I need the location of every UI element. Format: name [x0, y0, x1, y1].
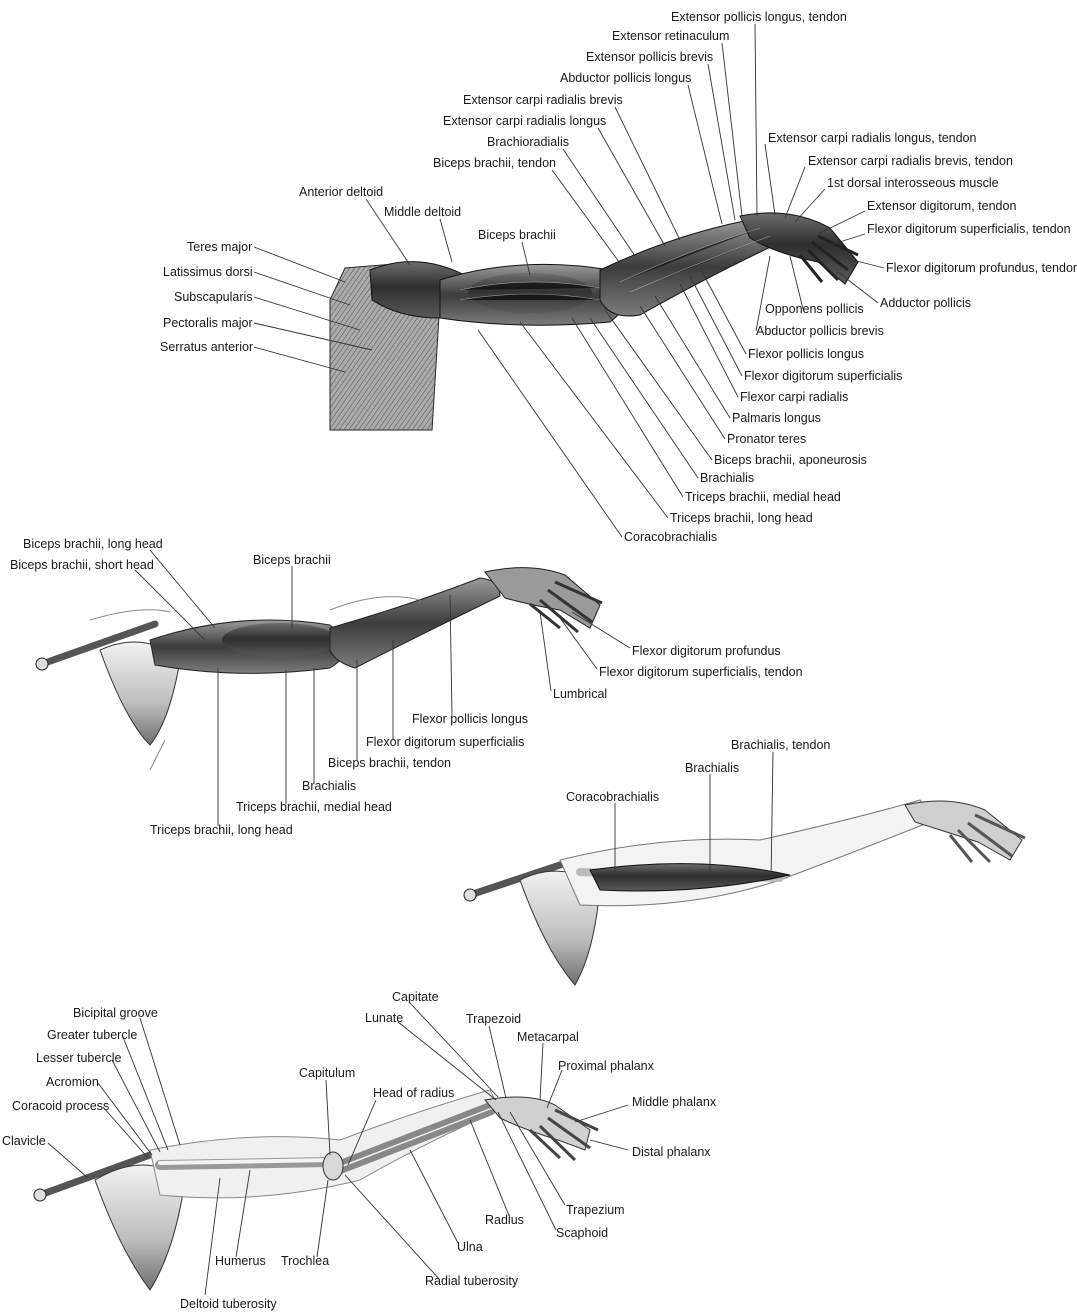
- label-distal-phalanx: Distal phalanx: [632, 1145, 711, 1159]
- label-metacarpal: Metacarpal: [517, 1030, 579, 1044]
- label-capitulum: Capitulum: [299, 1066, 355, 1080]
- biceps-belly: [468, 273, 592, 313]
- label-subscapularis: Subscapularis: [174, 290, 253, 304]
- label-bicipital-groove: Bicipital groove: [73, 1006, 158, 1020]
- label-epb: Extensor pollicis brevis: [586, 50, 713, 64]
- clavicle-end-figure-4: [34, 1189, 46, 1201]
- label-lunate: Lunate: [365, 1011, 403, 1025]
- label-fcr: Flexor carpi radialis: [740, 390, 848, 404]
- label-brachialis-tendon: Brachialis, tendon: [731, 738, 830, 752]
- label-lesser-tubercle: Lesser tubercle: [36, 1051, 122, 1065]
- label-triceps-long-figure-2: Triceps brachii, long head: [150, 823, 293, 837]
- label-coracobrachialis-figure-3: Coracobrachialis: [566, 790, 659, 804]
- figure-1-superficial-arm: Extensor pollicis longus, tendon Extenso…: [160, 10, 1077, 544]
- label-palmaris: Palmaris longus: [732, 411, 821, 425]
- label-biceps-long-head: Biceps brachii, long head: [23, 537, 163, 551]
- label-biceps-tendon: Biceps brachii, tendon: [433, 156, 556, 170]
- label-latissimus: Latissimus dorsi: [163, 265, 253, 279]
- label-acromion: Acromion: [46, 1075, 99, 1089]
- label-trapezium: Trapezium: [566, 1203, 625, 1217]
- label-brachioradialis: Brachioradialis: [487, 135, 569, 149]
- label-middle-phalanx: Middle phalanx: [632, 1095, 717, 1109]
- label-lumbrical: Lumbrical: [553, 687, 607, 701]
- label-fds: Flexor digitorum superficialis: [744, 369, 902, 383]
- label-apb: Abductor pollicis brevis: [756, 324, 884, 338]
- figure-4-skeleton: Capitate Lunate Trapezoid Metacarpal Bic…: [2, 990, 717, 1311]
- label-apl: Abductor pollicis longus: [560, 71, 691, 85]
- label-fds-tendon: Flexor digitorum superficialis, tendon: [867, 222, 1071, 236]
- label-ecrl-tendon: Extensor carpi radialis longus, tendon: [768, 131, 977, 145]
- label-anterior-deltoid: Anterior deltoid: [299, 185, 383, 199]
- label-pectoralis: Pectoralis major: [163, 316, 253, 330]
- label-fpl-figure-2: Flexor pollicis longus: [412, 712, 528, 726]
- label-coracoid-process: Coracoid process: [12, 1099, 109, 1113]
- label-ecrb-tendon: Extensor carpi radialis brevis, tendon: [808, 154, 1013, 168]
- label-radius: Radius: [485, 1213, 524, 1227]
- label-fds-tendon-figure-2: Flexor digitorum superficialis, tendon: [599, 665, 803, 679]
- label-biceps: Biceps brachii: [478, 228, 556, 242]
- label-fdp-tendon: Flexor digitorum profundus, tendon: [886, 261, 1077, 275]
- clavicle-end-figure-3: [464, 889, 476, 901]
- label-middle-deltoid: Middle deltoid: [384, 205, 461, 219]
- figure-3-brachialis: Brachialis, tendon Brachialis Coracobrac…: [464, 738, 1025, 985]
- elbow-joint-figure-4: [323, 1152, 343, 1180]
- label-triceps-medial-figure-2: Triceps brachii, medial head: [236, 800, 392, 814]
- label-opponens: Opponens pollicis: [765, 302, 864, 316]
- label-scaphoid: Scaphoid: [556, 1226, 608, 1240]
- clavicle-end-figure-2: [36, 658, 48, 670]
- label-epl-tendon: Extensor pollicis longus, tendon: [671, 10, 847, 24]
- forearm-figure-2: [330, 578, 500, 668]
- label-ecrl: Extensor carpi radialis longus: [443, 114, 606, 128]
- label-ecrb: Extensor carpi radialis brevis: [463, 93, 623, 107]
- label-radial-tuberosity: Radial tuberosity: [425, 1274, 519, 1288]
- label-fpl: Flexor pollicis longus: [748, 347, 864, 361]
- figure-2-deep-arm: Biceps brachii, long head Biceps brachii…: [10, 537, 803, 837]
- label-trapezoid: Trapezoid: [466, 1012, 521, 1026]
- label-clavicle: Clavicle: [2, 1134, 46, 1148]
- label-triceps-long: Triceps brachii, long head: [670, 511, 813, 525]
- label-dorsal-interosseous: 1st dorsal interosseous muscle: [827, 176, 999, 190]
- label-brachialis-figure-2: Brachialis: [302, 779, 356, 793]
- label-biceps-figure-2: Biceps brachii: [253, 553, 331, 567]
- arm-skin-figure-4: [150, 1090, 500, 1198]
- label-humerus: Humerus: [215, 1254, 266, 1268]
- labels-figure-3: Brachialis, tendon Brachialis Coracobrac…: [566, 738, 830, 804]
- label-brachialis: Brachialis: [700, 471, 754, 485]
- label-teres-major: Teres major: [187, 240, 252, 254]
- label-fds-figure-2: Flexor digitorum superficialis: [366, 735, 524, 749]
- label-proximal-phalanx: Proximal phalanx: [558, 1059, 655, 1073]
- label-greater-tubercle: Greater tubercle: [47, 1028, 137, 1042]
- label-extensor-retinaculum: Extensor retinaculum: [612, 29, 729, 43]
- label-serratus: Serratus anterior: [160, 340, 253, 354]
- label-triceps-medial: Triceps brachii, medial head: [685, 490, 841, 504]
- label-deltoid-tuberosity: Deltoid tuberosity: [180, 1297, 277, 1311]
- label-ed-tendon: Extensor digitorum, tendon: [867, 199, 1016, 213]
- label-biceps-tendon-figure-2: Biceps brachii, tendon: [328, 756, 451, 770]
- label-biceps-short-head: Biceps brachii, short head: [10, 558, 154, 572]
- label-ulna: Ulna: [457, 1240, 483, 1254]
- label-fdp-figure-2: Flexor digitorum profundus: [632, 644, 781, 658]
- label-capitate: Capitate: [392, 990, 439, 1004]
- biceps-belly-figure-2: [222, 623, 338, 657]
- label-brachialis-figure-3: Brachialis: [685, 761, 739, 775]
- label-biceps-aponeurosis: Biceps brachii, aponeurosis: [714, 453, 867, 467]
- label-trochlea: Trochlea: [281, 1254, 329, 1268]
- label-pronator: Pronator teres: [727, 432, 806, 446]
- label-adductor-pollicis: Adductor pollicis: [880, 296, 971, 310]
- label-coracobrachialis: Coracobrachialis: [624, 530, 717, 544]
- label-head-of-radius: Head of radius: [373, 1086, 454, 1100]
- hand-bones-figure-4: [485, 1097, 590, 1150]
